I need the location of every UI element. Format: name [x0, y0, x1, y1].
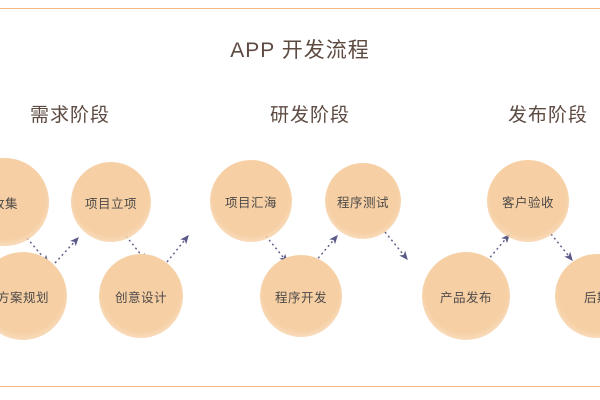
node-label: 项目立项 — [84, 196, 137, 211]
node-project-initiation[interactable]: 项目立项 — [71, 162, 151, 242]
node-label: 后期 — [583, 290, 600, 305]
node-label: 收集 — [0, 196, 18, 211]
page-title: APP 开发流程 — [230, 39, 370, 62]
arrow-plan-to-initiation — [54, 236, 79, 264]
node-product-release[interactable]: 产品发布 — [422, 252, 510, 340]
arrow-summary-to-development — [265, 235, 288, 264]
arrow-testing-to-product — [384, 231, 408, 261]
node-label: 客户验收 — [501, 195, 554, 210]
node-label: 程序测试 — [336, 195, 389, 210]
node-label: 产品发布 — [439, 290, 492, 305]
arrow-product-to-acceptance — [486, 233, 510, 262]
top-divider-rule — [0, 8, 600, 9]
stage-requirement: 需求阶段 — [29, 105, 111, 126]
arrow-creative-to-summary — [166, 234, 189, 263]
node-label: 创意设计 — [114, 290, 167, 305]
node-program-development[interactable]: 程序开发 — [260, 255, 342, 337]
stage-release: 发布阶段 — [507, 105, 589, 126]
node-program-testing[interactable]: 程序测试 — [325, 163, 401, 239]
node-label: 程序开发 — [274, 290, 327, 305]
node-label: 方案规划 — [0, 290, 49, 305]
arrow-gathering-to-plan — [26, 237, 49, 265]
node-project-summary[interactable]: 项目汇海 — [210, 160, 292, 242]
arrow-acceptance-to-maintenance — [550, 233, 573, 262]
node-customer-acceptance[interactable]: 客户验收 — [487, 160, 569, 242]
arrow-development-to-testing — [314, 234, 338, 263]
stage-development: 研发阶段 — [269, 105, 351, 126]
node-creative-design[interactable]: 创意设计 — [99, 254, 183, 338]
bottom-divider-rule — [0, 386, 600, 387]
node-label: 项目汇海 — [224, 195, 277, 210]
